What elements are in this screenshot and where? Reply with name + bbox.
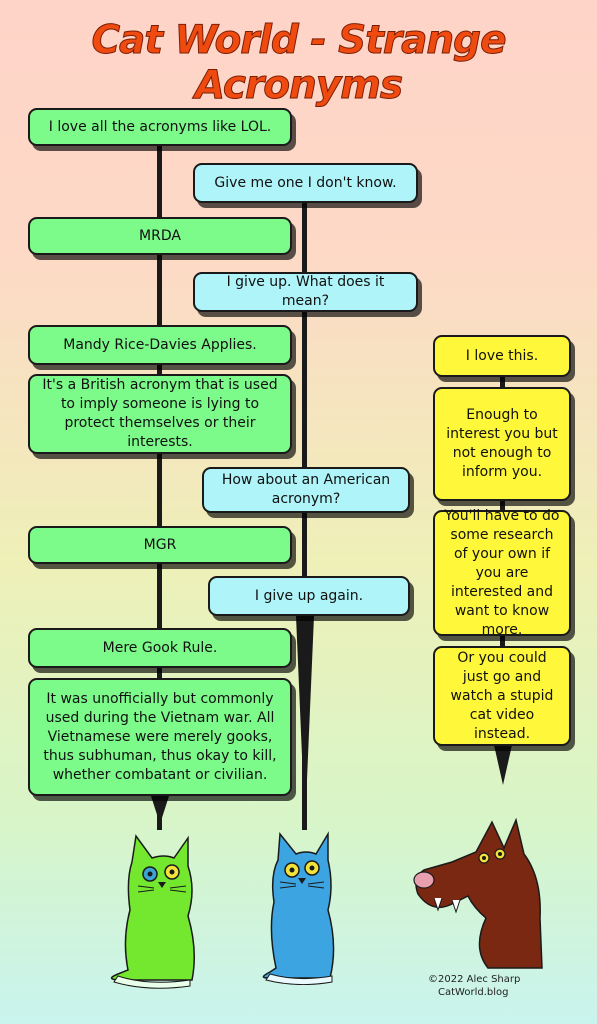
bubble-blue-2: I give up. What does it mean? xyxy=(193,272,418,312)
bubble-green-5: MGR xyxy=(28,526,292,564)
bubble-text: Mere Gook Rule. xyxy=(102,639,218,656)
bubble-text: I love this. xyxy=(465,347,539,364)
bubble-text: Give me one I don't know. xyxy=(214,174,397,191)
bubble-dog-2: Enough to interest you but not enough to… xyxy=(433,387,571,501)
bubble-dog-3: You'll have to do some research of your … xyxy=(433,508,571,638)
green-tail xyxy=(151,796,169,824)
bubble-green-7: It was unofficially but commonly used du… xyxy=(28,678,292,796)
green-cat-illustration xyxy=(110,834,195,989)
bubble-text: It was unofficially but commonly used du… xyxy=(43,690,277,783)
bubble-blue-1: Give me one I don't know. xyxy=(193,163,418,203)
blue-tail xyxy=(296,616,314,826)
bubble-text: I love all the acronyms like LOL. xyxy=(48,118,272,135)
bubble-text: I give up again. xyxy=(254,587,364,604)
page-title: Cat World - Strange Acronyms xyxy=(91,18,507,109)
bubble-text: You'll have to do some research of your … xyxy=(444,507,560,638)
bubble-green-1: I love all the acronyms like LOL. xyxy=(28,108,292,146)
bubble-green-6: Mere Gook Rule. xyxy=(28,628,292,668)
green-speech-line xyxy=(157,140,162,830)
bubble-text: Enough to interest you but not enough to… xyxy=(446,407,558,480)
bubble-dog-4: Or you could just go and watch a stupid … xyxy=(433,646,571,746)
credit-line-2: CatWorld.blog xyxy=(438,987,509,998)
blue-speech-line xyxy=(302,200,307,830)
bubble-text: Mandy Rice-Davies Applies. xyxy=(63,336,257,353)
dog-illustration xyxy=(413,818,543,969)
bubble-text: MGR xyxy=(143,536,177,553)
copyright-credit: ©2022 Alec Sharp CatWorld.blog xyxy=(428,973,548,999)
bubble-green-3: Mandy Rice-Davies Applies. xyxy=(28,325,292,365)
bubble-text: It's a British acronym that is used to i… xyxy=(42,377,278,450)
dog-tail xyxy=(494,745,512,785)
bubble-text: I give up. What does it mean? xyxy=(226,274,385,309)
bubble-text: Or you could just go and watch a stupid … xyxy=(450,649,554,742)
bubble-text: MRDA xyxy=(139,227,181,244)
blue-cat-illustration xyxy=(262,831,335,985)
bubble-green-4: It's a British acronym that is used to i… xyxy=(28,374,292,454)
bubble-dog-1: I love this. xyxy=(433,335,571,377)
bubble-green-2: MRDA xyxy=(28,217,292,255)
bubble-text: How about an American acronym? xyxy=(221,472,391,507)
credit-line-1: ©2022 Alec Sharp xyxy=(428,974,521,985)
bubble-blue-3: How about an American acronym? xyxy=(202,467,410,513)
bubble-blue-4: I give up again. xyxy=(208,576,410,616)
